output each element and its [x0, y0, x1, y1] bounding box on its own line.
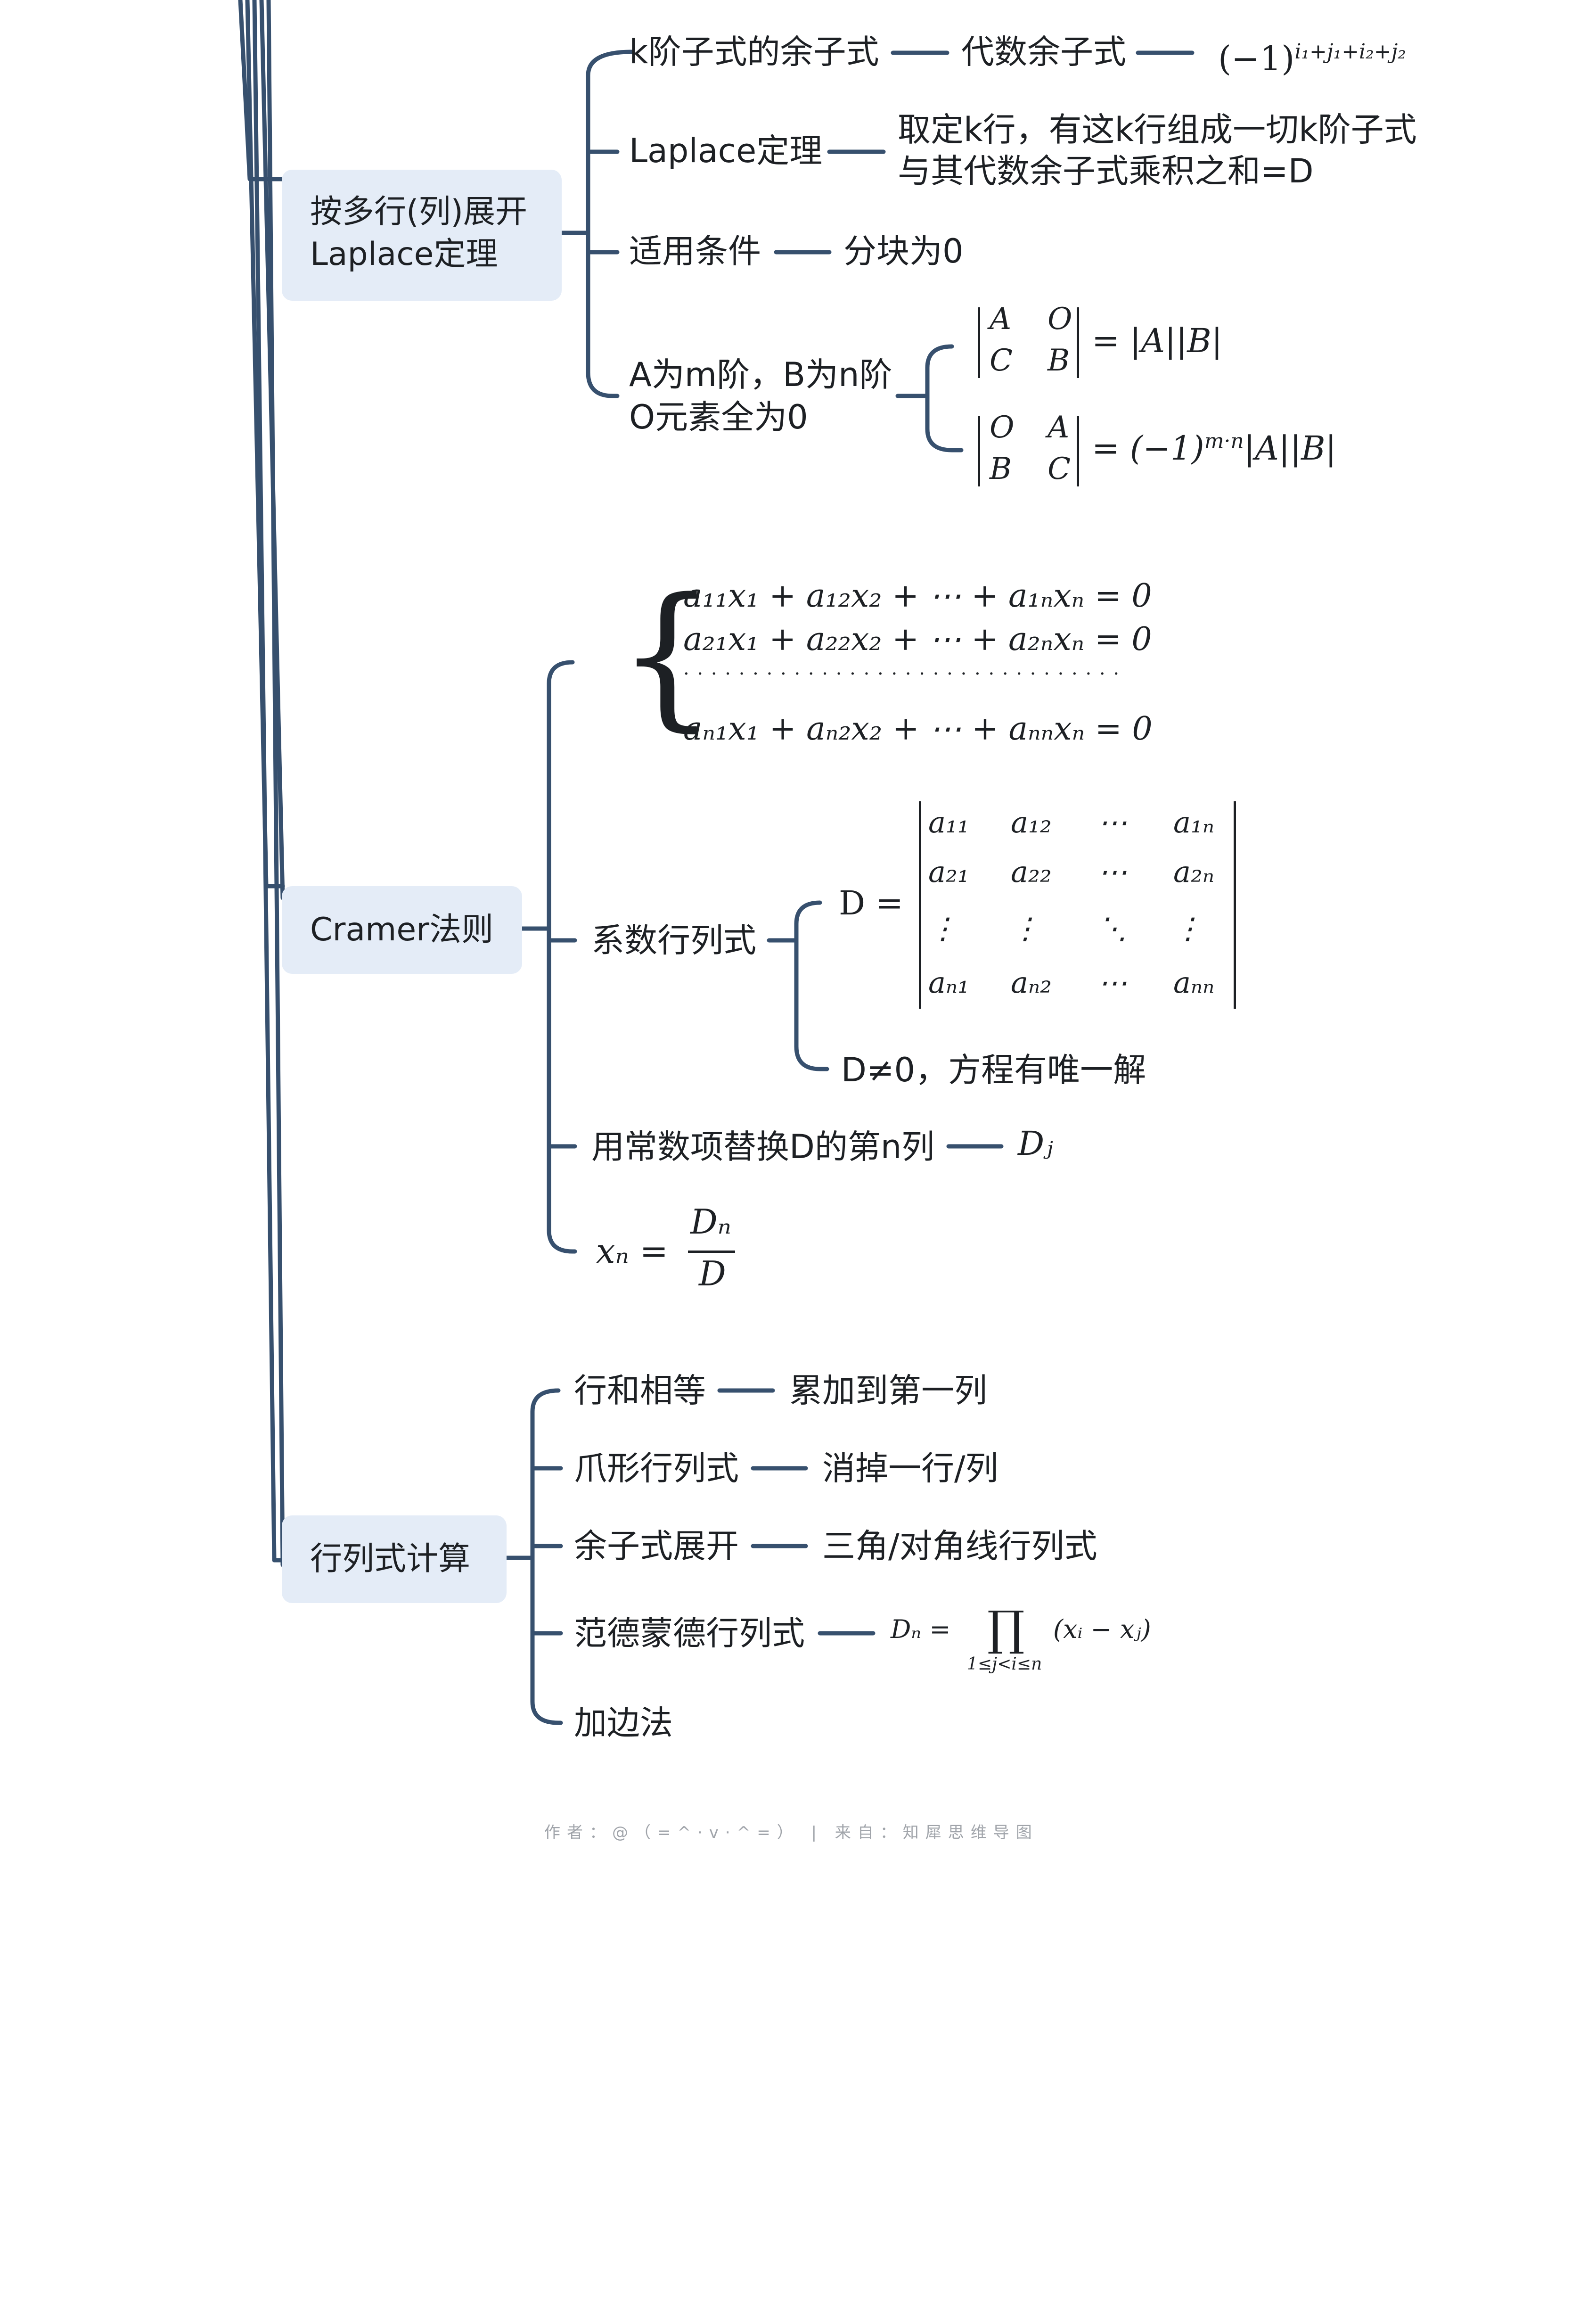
node-theorem[interactable]: Laplace定理	[629, 132, 823, 170]
node-row-sum[interactable]: 行和相等	[574, 1371, 706, 1410]
system-eq-1: a₁₁x₁ + a₁₂x₂ + ⋯ + a₁ₙxₙ = 0	[683, 577, 1152, 615]
det2-right-bar	[1077, 416, 1079, 486]
matrix-cell: ⋮	[1173, 911, 1203, 946]
topic-laplace[interactable]: 按多行(列)展开 Laplace定理	[282, 170, 562, 301]
matrix-cell: ⋮	[928, 911, 958, 946]
topic-cramer-label: Cramer法则	[310, 911, 494, 948]
det2-a: O	[990, 410, 1015, 445]
matrix-cell: a₁₂	[1011, 805, 1052, 839]
matrix-cell: aₙₙ	[1173, 965, 1215, 1000]
matrix-cell: a₂₁	[928, 855, 969, 889]
cofactor-formula-exp: i₁+j₁+i₂+j₂	[1294, 40, 1406, 64]
node-expand[interactable]: 余子式展开	[574, 1527, 739, 1565]
matrix-cell: a₂ₙ	[1173, 855, 1214, 889]
det2-left-bar	[978, 416, 980, 486]
det1-left-bar	[978, 307, 980, 378]
det2-c: B	[990, 452, 1012, 486]
coefficient-determinant[interactable]: D = a₁₁ a₁₂ ⋯ a₁ₙ a₂₁ a₂₂ ⋯ a₂ₙ ⋮ ⋮ ⋱ ⋮ aₙ₁ aₙ₂ ⋯ aₙₙ	[839, 801, 1253, 1013]
node-minor[interactable]: k阶子式的余子式	[629, 33, 879, 71]
matrix-cell: a₂₂	[1011, 855, 1052, 889]
topic-calc-label: 行列式计算	[310, 1540, 471, 1578]
xn-lhs: xₙ =	[596, 1231, 668, 1271]
system-brace: {	[617, 565, 716, 746]
node-expand-value[interactable]: 三角/对角线行列式	[822, 1527, 1097, 1565]
equation-system[interactable]: { a₁₁x₁ + a₁₂x₂ + ⋯ + a₁ₙxₙ = 0 a₂₁x₁ + …	[617, 566, 1230, 754]
node-claw-value[interactable]: 消掉一行/列	[822, 1449, 999, 1488]
det-d-label: D =	[839, 884, 904, 922]
topic-cramer[interactable]: Cramer法则	[282, 886, 522, 974]
xn-den: D	[699, 1254, 726, 1293]
matrix-cell: ⋱	[1098, 911, 1127, 946]
det1-b: O	[1048, 302, 1072, 337]
matrix-cell: a₁₁	[928, 805, 969, 839]
node-vandermonde[interactable]: 范德蒙德行列式	[574, 1614, 805, 1653]
node-replace[interactable]: 用常数项替换D的第n列	[591, 1127, 935, 1166]
det1-c: C	[990, 343, 1013, 378]
vander-sub: 1≤j<i≤n	[967, 1654, 1042, 1674]
node-theorem-desc-2[interactable]: 与其代数余子式乘积之和=D	[898, 152, 1314, 190]
det2-rhs-pre: = (−1)	[1092, 429, 1204, 468]
det2-rhs-exp: m·n	[1204, 429, 1244, 453]
node-claw[interactable]: 爪形行列式	[574, 1449, 739, 1488]
node-condition-value[interactable]: 分块为0	[843, 232, 964, 271]
det2-d: C	[1048, 452, 1071, 486]
det2-b: A	[1048, 410, 1070, 445]
block-determinant-1[interactable]: A O C B = |A||B|	[978, 302, 1242, 387]
matrix-cell: ⋯	[1098, 855, 1127, 889]
system-eq-n: aₙ₁x₁ + aₙ₂x₂ + ⋯ + aₙₙxₙ = 0	[683, 710, 1153, 748]
node-xn-formula[interactable]: xₙ = Dₙ D	[596, 1202, 766, 1301]
vander-lhs: Dₙ =	[891, 1614, 951, 1644]
topic-calc[interactable]: 行列式计算	[282, 1515, 507, 1603]
matrix-cell: aₙ₂	[1011, 965, 1052, 1000]
det-right-bar	[1234, 801, 1236, 1009]
node-theorem-desc-1[interactable]: 取定k行，有这k行组成一切k阶子式	[898, 110, 1417, 149]
det1-a: A	[990, 302, 1012, 337]
node-condition[interactable]: 适用条件	[629, 232, 761, 271]
det-left-bar	[919, 801, 921, 1009]
matrix-cell: ⋮	[1011, 911, 1040, 946]
det1-rhs: = |A||B|	[1092, 321, 1223, 360]
matrix-cell: ⋯	[1098, 805, 1127, 839]
topic-laplace-line1: 按多行(列)展开	[310, 193, 528, 230]
det1-right-bar	[1077, 307, 1079, 378]
footer-credit: 作者：@（=^·v·^=） | 来自：知犀思维导图	[544, 1823, 1039, 1842]
node-unique[interactable]: D≠0，方程有唯一解	[841, 1051, 1146, 1089]
det1-d: B	[1048, 343, 1070, 378]
topic-laplace-line2: Laplace定理	[310, 236, 498, 273]
node-case-line2[interactable]: O元素全为0	[629, 398, 808, 436]
node-cofactor-formula[interactable]: (−1)i₁+j₁+i₂+j₂	[1218, 28, 1406, 82]
vander-prod: ∏	[987, 1601, 1025, 1656]
vander-rhs: (xᵢ − xⱼ)	[1053, 1614, 1151, 1644]
system-eq-2: a₂₁x₁ + a₂₂x₂ + ⋯ + a₂ₙxₙ = 0	[683, 621, 1152, 658]
det2-rhs-post: |A||B|	[1244, 429, 1337, 468]
det2-rhs: = (−1)m·n|A||B|	[1092, 429, 1336, 468]
matrix-cell: aₙ₁	[928, 965, 969, 1000]
node-border[interactable]: 加边法	[574, 1703, 673, 1742]
matrix-cell: ⋯	[1098, 965, 1127, 1000]
xn-fraction-bar	[688, 1251, 735, 1253]
matrix-cell: a₁ₙ	[1173, 805, 1214, 839]
vandermonde-formula[interactable]: Dₙ = ∏ 1≤j<i≤n (xᵢ − xⱼ)	[891, 1598, 1173, 1683]
cofactor-formula-base: (−1)	[1218, 39, 1295, 78]
node-row-sum-value[interactable]: 累加到第一列	[789, 1371, 987, 1410]
node-case-line1[interactable]: A为m阶，B为n阶	[629, 355, 892, 394]
block-determinant-2[interactable]: O A B C = (−1)m·n|A||B|	[978, 410, 1355, 495]
xn-num: Dₙ	[690, 1202, 731, 1242]
node-coef[interactable]: 系数行列式	[591, 921, 756, 960]
node-cofactor[interactable]: 代数余子式	[961, 33, 1126, 71]
node-dj[interactable]: Dⱼ	[1018, 1124, 1053, 1163]
system-dots: · · · · · · · · · · · · · · · · · · · · …	[683, 663, 1121, 685]
